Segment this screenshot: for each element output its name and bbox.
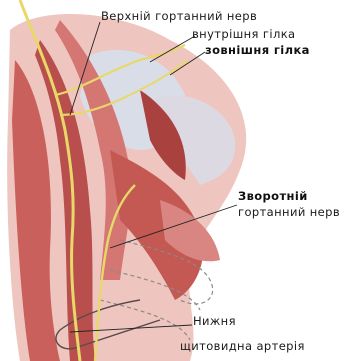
label-recurrent-line1: Зворотній (238, 190, 308, 203)
label-external-branch: зовнішня гілка (205, 44, 310, 57)
label-artery-line1: Нижня (193, 315, 236, 328)
label-artery-line2: щитовидна артерія (180, 340, 305, 353)
label-recurrent-line2: гортанний нерв (238, 206, 340, 219)
label-internal-branch: внутрішня гілка (192, 28, 296, 41)
label-superior-laryngeal-nerve: Верхній гортанний нерв (101, 10, 257, 23)
